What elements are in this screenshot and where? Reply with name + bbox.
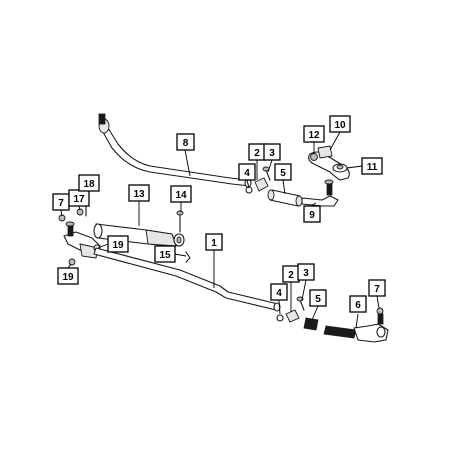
- callout-2-lower: 2: [282, 265, 300, 283]
- part-11-washer: [332, 163, 348, 173]
- callout-13: 13: [128, 184, 150, 202]
- svg-text:8: 8: [183, 138, 189, 149]
- svg-text:4: 4: [244, 168, 250, 179]
- lower-tie-rod-end: [323, 307, 389, 343]
- part-19-nut: [68, 258, 76, 266]
- callout-1: 1: [205, 233, 223, 251]
- svg-text:19: 19: [112, 240, 124, 251]
- callout-9: 9: [303, 205, 321, 223]
- svg-text:6: 6: [355, 300, 361, 311]
- callout-5-upper: 5: [274, 163, 292, 181]
- svg-text:15: 15: [159, 250, 171, 261]
- callout-2-upper: 2: [248, 143, 266, 161]
- svg-text:19: 19: [62, 272, 74, 283]
- callout-7-upper: 7: [52, 193, 70, 211]
- pitman-arm-part: [308, 145, 350, 181]
- lower-adjuster-sleeve: [303, 317, 319, 331]
- callout-3-upper: 3: [263, 143, 281, 161]
- part-12-nut: [310, 153, 318, 161]
- callout-17: 17: [68, 189, 90, 207]
- svg-text:12: 12: [308, 130, 320, 141]
- svg-text:11: 11: [367, 162, 378, 173]
- svg-text:7: 7: [58, 198, 64, 209]
- svg-text:13: 13: [133, 189, 145, 200]
- callout-7-lower: 7: [368, 279, 386, 297]
- callout-4-lower: 4: [270, 283, 288, 301]
- callout-10: 10: [329, 115, 351, 133]
- svg-text:2: 2: [254, 148, 260, 159]
- svg-text:18: 18: [83, 179, 95, 190]
- svg-text:1: 1: [211, 238, 217, 249]
- callout-19-lower: 19: [57, 267, 79, 285]
- svg-text:3: 3: [269, 148, 275, 159]
- leader-lines: [60, 131, 380, 329]
- damper-bolt-part: [176, 210, 184, 233]
- callout-11: 11: [361, 157, 383, 175]
- svg-text:2: 2: [288, 270, 294, 281]
- svg-text:3: 3: [303, 268, 309, 279]
- drag-link-part: [98, 113, 252, 188]
- callout-8: 8: [176, 133, 195, 151]
- callout-5-lower: 5: [309, 289, 327, 307]
- upper-tie-rod-end: [301, 179, 339, 207]
- left-tie-rod-end: [58, 214, 101, 259]
- svg-text:5: 5: [315, 294, 321, 305]
- tie-rod-part: [93, 247, 281, 312]
- part-15-pin: [185, 251, 191, 263]
- svg-text:14: 14: [175, 190, 187, 201]
- lower-clamp-hardware: [276, 296, 305, 323]
- svg-text:9: 9: [309, 210, 315, 221]
- upper-adjuster-sleeve: [267, 189, 303, 207]
- svg-text:10: 10: [334, 120, 346, 131]
- callout-6: 6: [349, 295, 367, 313]
- callout-14: 14: [170, 185, 192, 203]
- svg-text:17: 17: [73, 194, 85, 205]
- callout-15: 15: [154, 245, 176, 263]
- svg-text:7: 7: [374, 284, 380, 295]
- steering-damper-part: [93, 223, 185, 247]
- callout-12: 12: [303, 125, 325, 143]
- svg-text:5: 5: [280, 168, 286, 179]
- callout-19-upper: 19: [107, 235, 129, 253]
- callout-4-upper: 4: [238, 163, 256, 181]
- svg-text:4: 4: [276, 288, 282, 299]
- callout-18: 18: [78, 174, 100, 192]
- callout-3-lower: 3: [297, 263, 315, 281]
